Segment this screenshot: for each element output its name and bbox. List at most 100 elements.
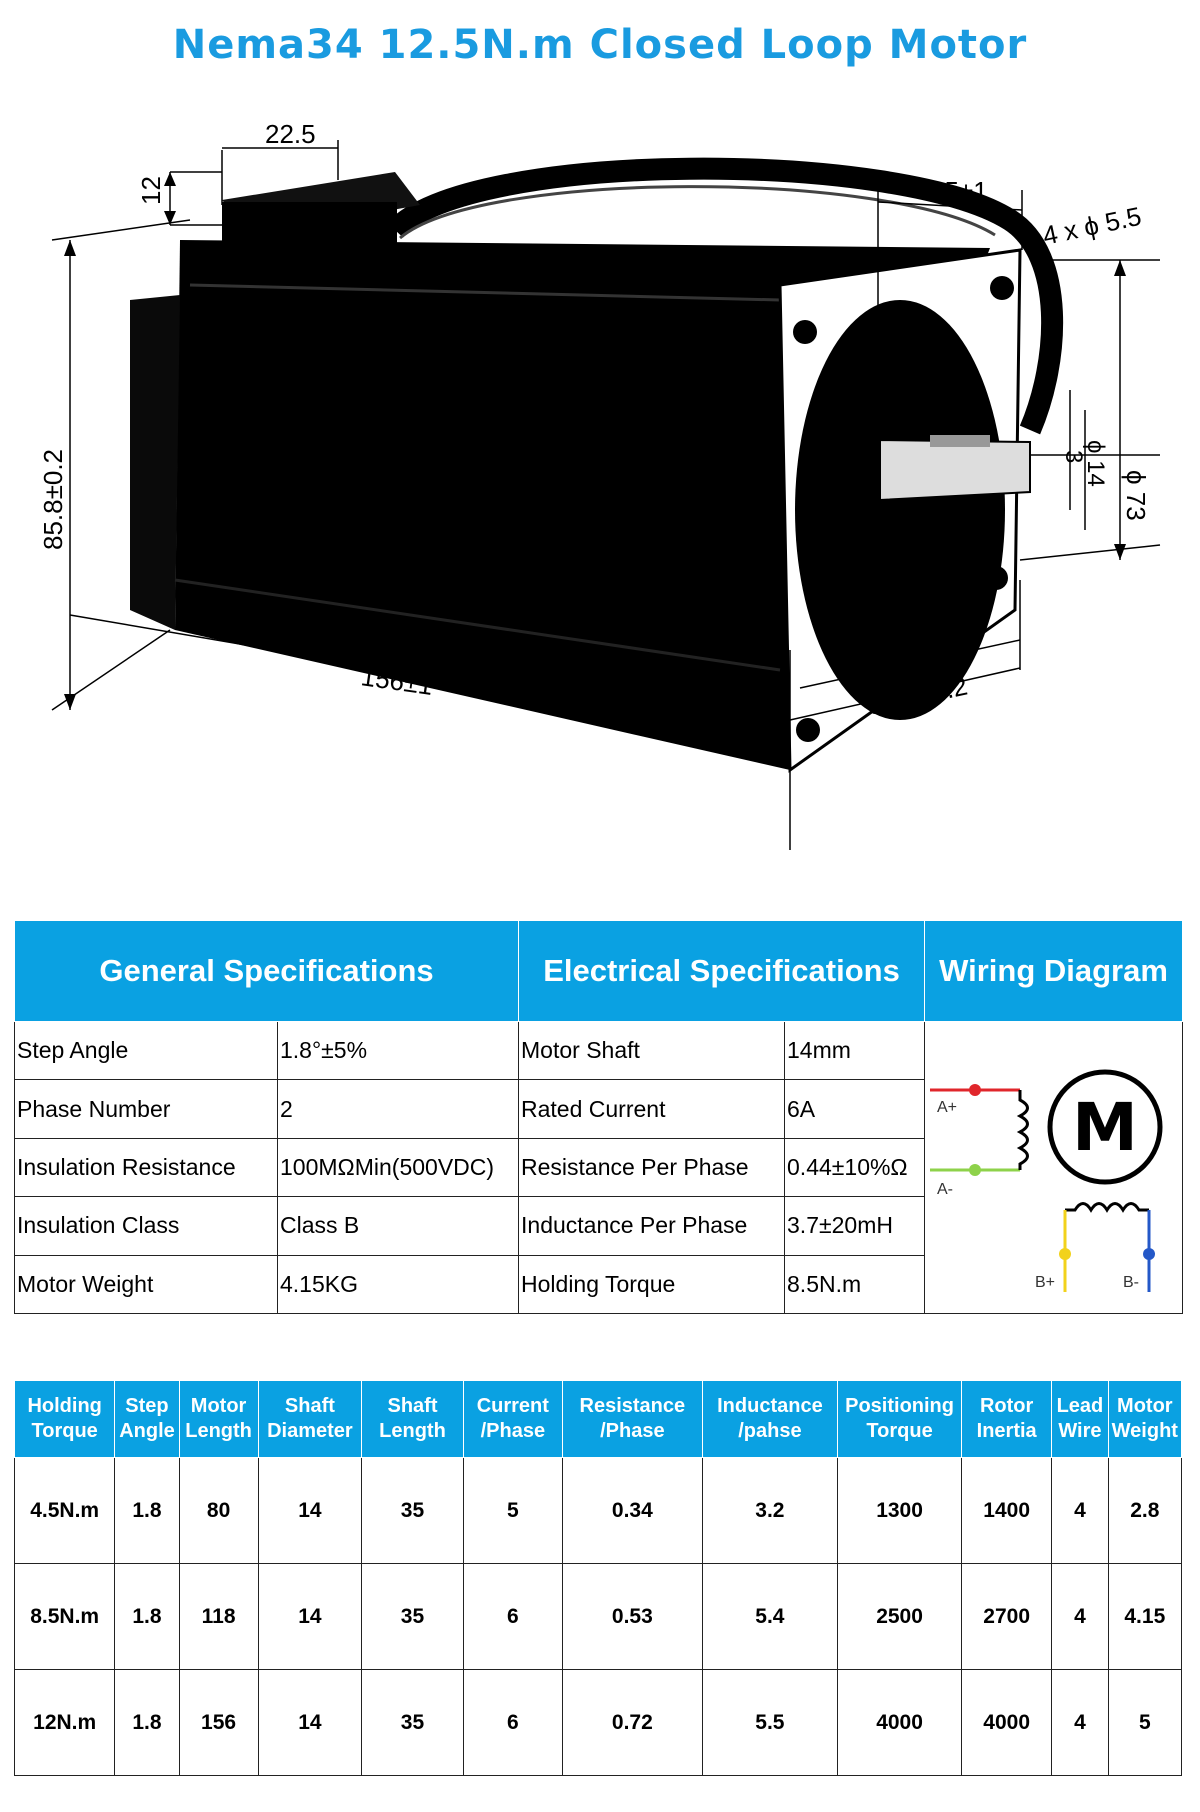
terminal-b-minus [1143, 1248, 1156, 1260]
table-cell: 8.5N.m [13, 1563, 116, 1670]
col-header-shaft-length: Shaft Length [361, 1380, 464, 1458]
table-cell: 3.2 [701, 1457, 839, 1564]
general-specs-header: General Specifications [13, 920, 520, 1022]
terminal-b-plus [1059, 1248, 1072, 1260]
table-cell: 118 [178, 1563, 259, 1670]
table-row: 12N.m 1.8 156 14 35 6 0.72 5.5 4000 4000… [13, 1669, 1183, 1776]
page-title: Nema34 12.5N.m Closed Loop Motor [172, 22, 1028, 68]
col-header-step-angle: Step Angle [114, 1380, 180, 1458]
col-header-motor-weight: Motor Weight [1107, 1380, 1183, 1458]
motor-symbol-label: M [1072, 1089, 1138, 1166]
motor-drawing-svg: 22.5 12 35±1 4 x ϕ 5.5 85.8±0.2 ϕ 73 3 ϕ… [38, 119, 1161, 850]
spec-value: 4.15KG [276, 1254, 520, 1315]
motor-body-end [130, 295, 180, 630]
col-header-shaft-diameter: Shaft Diameter [257, 1380, 363, 1458]
spec-value: 2 [276, 1079, 520, 1139]
table-cell: 4 [1051, 1563, 1109, 1670]
spec-label: Resistance Per Phase [518, 1137, 786, 1198]
table-cell: 14 [257, 1669, 363, 1776]
col-header-inductance: Inductance /pahse [701, 1380, 839, 1458]
table-cell: 1400 [961, 1457, 1053, 1564]
model-table: Holding Torque Step Angle Motor Length S… [13, 1380, 1183, 1776]
table-cell: 2500 [837, 1563, 963, 1670]
spec-label: Motor Weight [14, 1254, 278, 1315]
table-cell: 4.15 [1107, 1563, 1183, 1670]
table-cell: 35 [361, 1563, 464, 1670]
table-cell: 4.5N.m [13, 1457, 116, 1564]
table-cell: 0.72 [561, 1669, 703, 1776]
spec-row: Phase Number 2 Rated Current 6A [14, 1079, 1183, 1139]
mount-hole [793, 320, 817, 344]
terminal-a-minus [969, 1164, 982, 1176]
motor-cable [386, 157, 1064, 435]
dim-label-body-height: 85.8±0.2 [38, 449, 68, 550]
electrical-specs-header: Electrical Specifications [518, 920, 926, 1022]
coil-a [1016, 1090, 1029, 1170]
table-cell: 0.53 [561, 1563, 703, 1670]
label-b-plus: B+ [1035, 1274, 1055, 1291]
spec-label: Insulation Class [14, 1196, 278, 1256]
body-edge-line [189, 283, 781, 302]
table-cell: 4 [1051, 1669, 1109, 1776]
spec-value: 0.44±10%Ω [784, 1137, 926, 1198]
col-header-motor-length: Motor Length [178, 1380, 259, 1458]
table-cell: 80 [178, 1457, 259, 1564]
table-cell: 4 [1051, 1457, 1109, 1564]
table-cell: 156 [178, 1669, 259, 1776]
spec-row: Insulation Class Class B Inductance Per … [14, 1196, 1183, 1256]
spec-value: Class B [276, 1196, 520, 1256]
table-cell: 14 [257, 1563, 363, 1670]
col-header-resistance: Resistance /Phase [561, 1380, 703, 1458]
table-cell: 5.5 [701, 1669, 839, 1776]
dim-label-flange-thickness: 10 [745, 686, 774, 716]
spec-value: 3.7±20mH [784, 1196, 926, 1256]
dim-label-shaft-length: 35±1 [930, 176, 988, 206]
table-cell: 12N.m [13, 1669, 116, 1776]
col-header-holding-torque: Holding Torque [13, 1380, 116, 1458]
dim-label-mount-holes: 4 x ϕ 5.5 [1040, 201, 1144, 251]
col-header-positioning-torque: Positioning Torque [837, 1380, 963, 1458]
table-cell: 5 [1107, 1669, 1183, 1776]
spec-label: Insulation Resistance [14, 1137, 278, 1198]
table-cell: 14 [257, 1457, 363, 1564]
dim-label-key-depth: 3 [1060, 450, 1087, 463]
table-row: 8.5N.m 1.8 118 14 35 6 0.53 5.4 2500 270… [13, 1563, 1183, 1670]
mount-hole [796, 718, 820, 742]
label-a-minus: A- [937, 1181, 953, 1198]
table-cell: 2700 [961, 1563, 1053, 1670]
spec-row: Insulation Resistance 100MΩMin(500VDC) R… [14, 1137, 1183, 1198]
spec-label: Rated Current [518, 1079, 786, 1139]
wiring-diagram-header: Wiring Diagram [924, 920, 1184, 1022]
dim-label-pilot-diameter: ϕ 73 [1121, 470, 1151, 521]
spec-value: 8.5N.m [784, 1254, 926, 1315]
mount-hole [990, 276, 1014, 300]
table-cell: 35 [361, 1669, 464, 1776]
col-header-lead-wire: Lead Wire [1051, 1380, 1109, 1458]
wiring-diagram-cell: A+ A- M B+ B- [924, 1021, 1184, 1314]
wiring-diagram: A+ A- M B+ B- [930, 1069, 1163, 1292]
table-cell: 5 [462, 1457, 563, 1564]
dimension-arrows [64, 172, 1126, 710]
spec-value: 14mm [784, 1020, 926, 1081]
table-cell: 4000 [837, 1669, 963, 1776]
shaft-key [930, 435, 990, 447]
spec-value: 6A [784, 1079, 926, 1139]
table-cell: 1.8 [114, 1563, 180, 1670]
table-cell: 6 [462, 1669, 563, 1776]
table-cell: 6 [462, 1563, 563, 1670]
table-cell: 1300 [837, 1457, 963, 1564]
spec-value: 100MΩMin(500VDC) [276, 1137, 520, 1198]
table-cell: 1.8 [114, 1669, 180, 1776]
spec-label: Inductance Per Phase [518, 1196, 786, 1256]
spec-row: Motor Weight 4.15KG Holding Torque 8.5N.… [14, 1254, 1183, 1315]
spec-header-row: General Specifications Electrical Specif… [13, 920, 1184, 1022]
motor-shaft [879, 438, 1031, 502]
dim-label-connector-height: 12 [136, 176, 166, 205]
table-cell: 35 [361, 1457, 464, 1564]
motor-dimension-drawing: 22.5 12 35±1 4 x ϕ 5.5 85.8±0.2 ϕ 73 3 ϕ… [0, 110, 1200, 880]
label-a-plus: A+ [937, 1099, 957, 1116]
flange-boss [795, 300, 1005, 720]
coil-b [1065, 1202, 1150, 1213]
spec-label: Step Angle [14, 1020, 278, 1081]
dimension-lines [51, 140, 1161, 850]
